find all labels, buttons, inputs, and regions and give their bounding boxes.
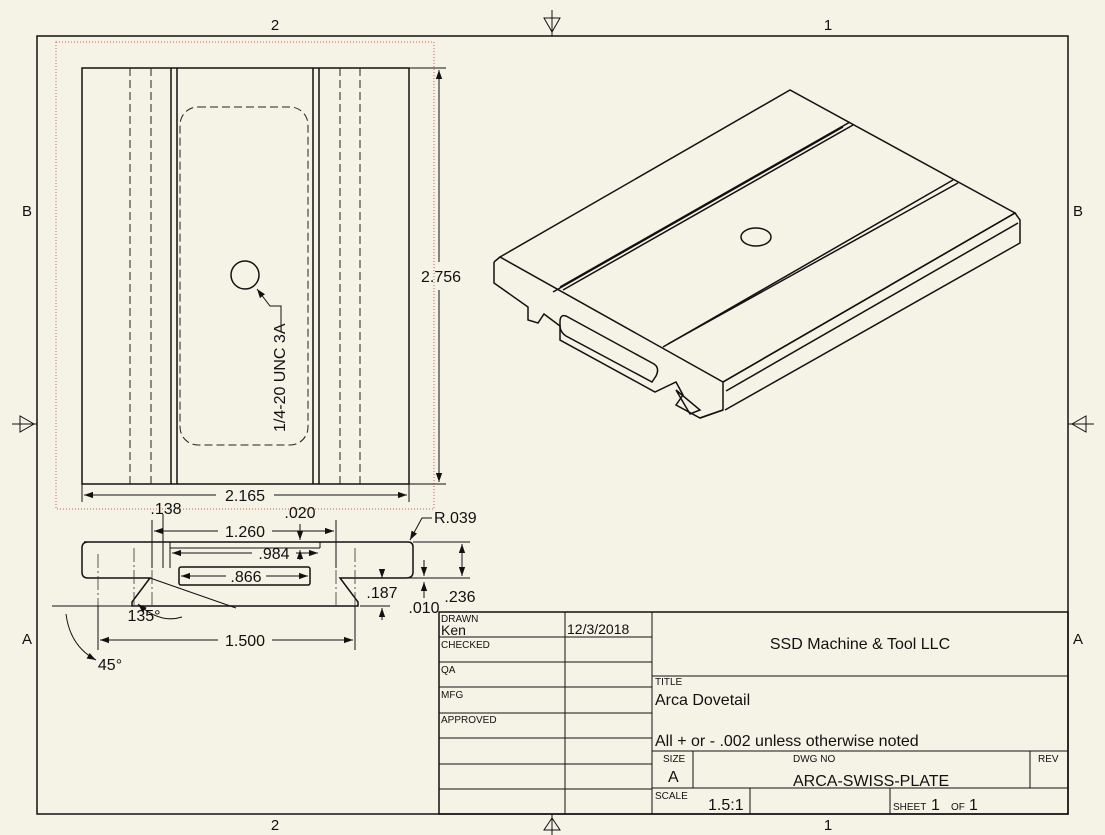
- dim-866-label: .866: [230, 569, 261, 586]
- sheet-number: 1: [931, 797, 940, 814]
- scale-value: 1.5:1: [708, 797, 744, 814]
- size-label: SIZE: [663, 754, 686, 765]
- drawn-by: Ken: [441, 622, 466, 638]
- mfg-label: MFG: [441, 690, 463, 701]
- view-selection-box[interactable]: [55, 41, 435, 510]
- of-label: OF: [951, 802, 965, 813]
- thread-callout-leader: [256, 288, 282, 325]
- sheet-border: [36, 35, 1069, 815]
- rev-label: REV: [1038, 754, 1059, 765]
- zone-label-right-a: A: [1073, 631, 1083, 648]
- tolerance-note: All + or - .002 unless otherwise noted: [655, 733, 919, 750]
- dim-r039-label: R.039: [434, 510, 477, 527]
- dim-138-label: .138: [150, 501, 181, 518]
- end-view-profile: [81, 541, 414, 608]
- drawn-label: DRAWN: [441, 614, 478, 625]
- dim-1260-label: 1.260: [225, 524, 265, 541]
- dim-187-label: .187: [366, 585, 397, 602]
- zone-label-left-b: B: [22, 203, 32, 220]
- qa-label: QA: [441, 665, 456, 676]
- dim-020-label: .020: [284, 505, 315, 522]
- centering-mark-top: [543, 10, 561, 36]
- approved-label: APPROVED: [441, 715, 497, 726]
- centering-mark-right: [1068, 415, 1094, 433]
- isometric-view: [493, 89, 1021, 419]
- dim-010-label: .010: [408, 600, 439, 617]
- angle-135-label: 135°: [127, 608, 160, 625]
- sheet-total: 1: [969, 797, 978, 814]
- dim-236-label: .236: [444, 589, 475, 606]
- zone-label-bottom-2: 2: [271, 817, 279, 834]
- dim-width-label: 2.165: [225, 488, 265, 505]
- size-value: A: [668, 769, 679, 786]
- title-label: TITLE: [655, 677, 683, 688]
- dwg-no-label: DWG NO: [793, 754, 835, 765]
- zone-label-bottom-1: 1: [824, 817, 832, 834]
- drawing-title: Arca Dovetail: [655, 692, 750, 709]
- centering-mark-left: [12, 415, 37, 433]
- company-name: SSD Machine & Tool LLC: [770, 636, 950, 653]
- drawn-date: 12/3/2018: [567, 621, 629, 637]
- scale-label: SCALE: [655, 791, 688, 802]
- dim-height-label: 2.756: [421, 269, 461, 286]
- thread-callout-label: 1/4-20 UNC 3A: [272, 323, 289, 432]
- dim-984-label: .984: [258, 546, 289, 563]
- title-block-grid: [438, 611, 1069, 815]
- sheet-label: SHEET: [893, 802, 926, 813]
- top-view: [81, 67, 410, 485]
- end-view-dimension-lines: [52, 514, 470, 661]
- dwg-no-value: ARCA-SWISS-PLATE: [793, 773, 949, 790]
- zone-label-right-b: B: [1073, 203, 1083, 220]
- zone-label-top-1: 1: [824, 17, 832, 34]
- centering-mark-bottom: [543, 814, 561, 835]
- dim-1500-label: 1.500: [225, 633, 265, 650]
- checked-label: CHECKED: [441, 640, 490, 651]
- angle-45-label: 45°: [98, 657, 122, 674]
- zone-label-left-a: A: [22, 631, 32, 648]
- zone-label-top-2: 2: [271, 17, 279, 34]
